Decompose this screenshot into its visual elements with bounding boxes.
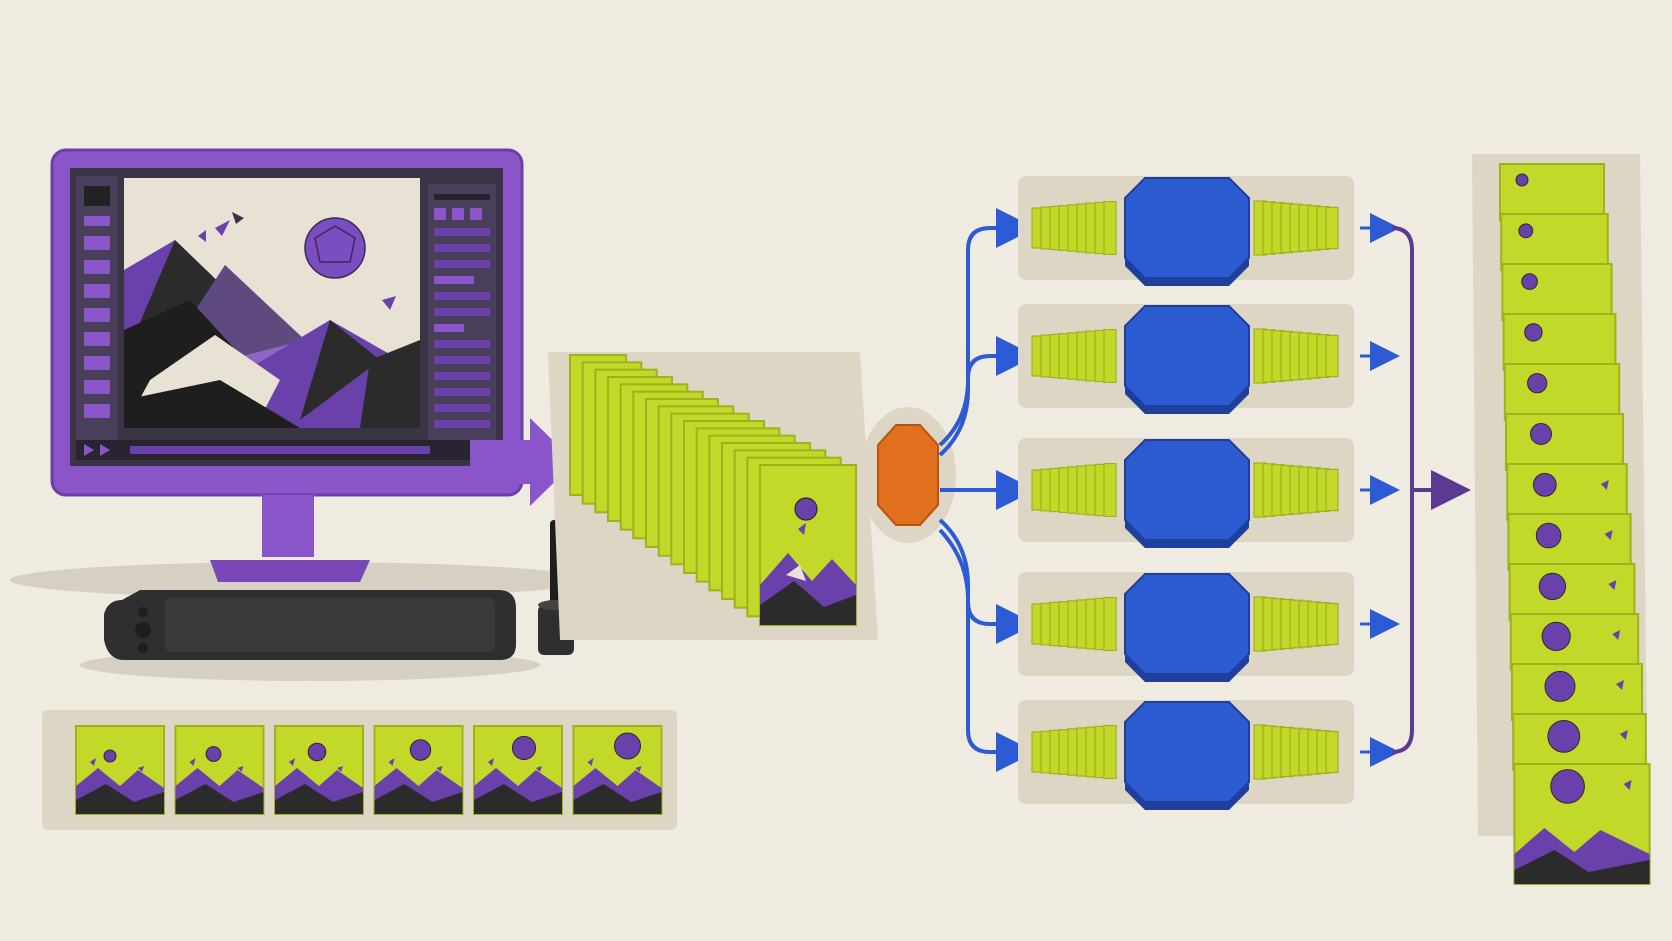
drawing-tablet — [80, 590, 540, 681]
output-stack-card — [1500, 213, 1609, 271]
branch-frame — [1103, 201, 1117, 256]
input-stack-cards — [569, 354, 857, 626]
branch-block-face — [1124, 701, 1250, 803]
branch-frame — [1325, 730, 1339, 774]
filmstrip-frame — [572, 725, 663, 815]
branch-block-face — [1124, 439, 1250, 541]
output-stack-card — [1507, 513, 1632, 571]
branch-frame — [1325, 206, 1339, 250]
branch-block-face — [1124, 305, 1250, 407]
filmstrip-frames — [75, 725, 663, 815]
branch-block-face — [1124, 177, 1250, 279]
branch-row — [1018, 438, 1354, 548]
editor-right-panel — [428, 184, 496, 442]
branch-frame — [1325, 468, 1339, 512]
output-stack-card — [1508, 563, 1636, 621]
monitor — [10, 148, 590, 598]
branch-block-face — [1124, 573, 1250, 675]
branch-row — [1018, 700, 1354, 810]
output-stack-card — [1506, 463, 1628, 521]
branch-frame — [1325, 334, 1339, 378]
output-stack-card — [1512, 713, 1647, 771]
filmstrip-frame — [373, 725, 464, 815]
output-stack-card — [1501, 263, 1613, 321]
branch-frame — [1103, 724, 1117, 779]
filmstrip-frame — [174, 725, 265, 815]
branch-row — [1018, 572, 1354, 682]
branch-frame — [1103, 596, 1117, 651]
filmstrip-frame — [75, 725, 165, 815]
merge-arrows — [1360, 213, 1471, 767]
branches — [1018, 176, 1354, 810]
output-stack-card — [1511, 663, 1643, 721]
editor-canvas — [124, 178, 420, 428]
monitor-to-stack-arrow — [470, 418, 575, 506]
filmstrip-frame — [473, 725, 563, 815]
splitter-octagon — [877, 424, 939, 526]
splitter — [860, 407, 956, 543]
input-stack — [548, 352, 878, 640]
editor-left-toolbar — [76, 176, 118, 456]
branch-row — [1018, 176, 1354, 286]
output-stack-cards — [1499, 163, 1651, 885]
input-stack-card — [759, 464, 857, 626]
branch-frame — [1103, 463, 1117, 518]
monitor-neck — [262, 495, 314, 557]
monitor-foot — [210, 560, 370, 582]
output-stack-card — [1513, 763, 1651, 885]
output-stack-card — [1505, 413, 1624, 471]
output-stack — [1472, 154, 1651, 885]
branch-frame — [1325, 602, 1339, 646]
filmstrip-frame — [274, 725, 364, 815]
filmstrip — [42, 710, 677, 830]
branch-in-arrows — [938, 208, 1036, 772]
output-stack-card — [1503, 363, 1621, 421]
output-stack-card — [1502, 313, 1617, 371]
branch-row — [1018, 304, 1354, 414]
output-stack-card — [1499, 163, 1605, 221]
branch-frame — [1103, 329, 1117, 384]
output-stack-card — [1509, 613, 1640, 671]
editor-timeline — [76, 440, 496, 460]
